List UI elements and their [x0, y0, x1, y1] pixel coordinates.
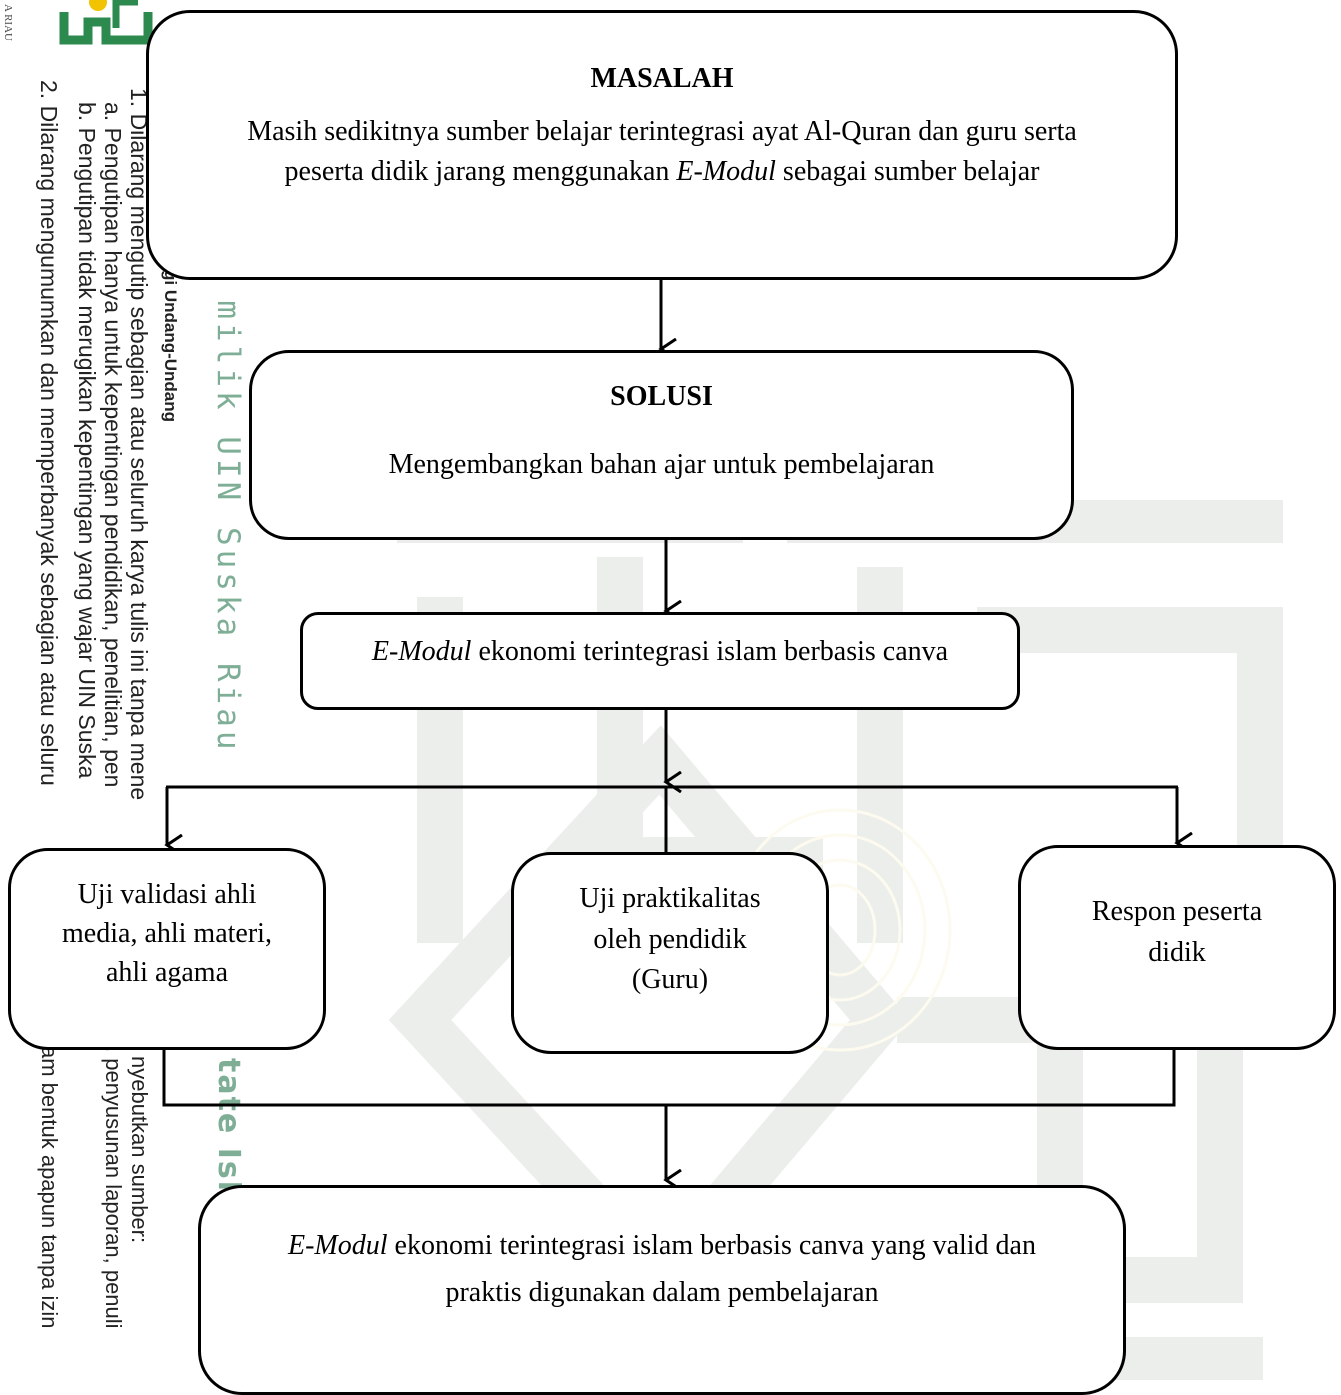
university-logo-icon: [59, 0, 153, 45]
uji-praktikalitas-line-1: Uji praktikalitas: [579, 883, 761, 914]
hasil-line-1: E-Modul ekonomi terintegrasi islam berba…: [287, 1230, 1036, 1261]
solusi-text: Mengembangkan bahan ajar untuk pembelaja…: [388, 448, 935, 480]
masalah-text-line-2: peserta didik jarang menggunakan E-Modul…: [284, 156, 1040, 188]
hasil-line-2: praktis digunakan dalam pembelajaran: [445, 1276, 879, 1308]
uji-praktikalitas-line-2: oleh pendidik: [593, 923, 747, 955]
hasil-box: E-Modul ekonomi terintegrasi islam berba…: [198, 1185, 1126, 1395]
respon-line-2: didik: [1148, 936, 1206, 968]
uji-praktikalitas-line-3: (Guru): [631, 964, 709, 996]
merge-line: [162, 1047, 1176, 1107]
masalah-text-line-1: Masih sedikitnya sumber belajar terinteg…: [247, 115, 1077, 147]
masalah-box: MASALAH Masih sedikitnya sumber belajar …: [146, 10, 1178, 280]
emodul-text: E-Modul ekonomi terintegrasi islam berba…: [371, 636, 949, 667]
solusi-box: SOLUSI Mengembangkan bahan ajar untuk pe…: [249, 350, 1074, 540]
uji-validasi-line-1: Uji validasi ahli: [77, 879, 257, 910]
uji-praktikalitas-box: Uji praktikalitas oleh pendidik (Guru): [511, 852, 829, 1054]
respon-box: Respon peserta didik: [1018, 845, 1336, 1050]
emodul-box: E-Modul ekonomi terintegrasi islam berba…: [300, 612, 1020, 710]
masalah-heading: MASALAH: [590, 63, 734, 94]
uji-validasi-line-3: ahli agama: [105, 957, 229, 989]
uji-validasi-line-2: media, ahli materi,: [62, 918, 272, 950]
uji-validasi-box: Uji validasi ahli media, ahli materi, ah…: [8, 848, 326, 1050]
respon-line-1: Respon peserta: [1091, 896, 1263, 927]
solusi-heading: SOLUSI: [610, 381, 713, 412]
